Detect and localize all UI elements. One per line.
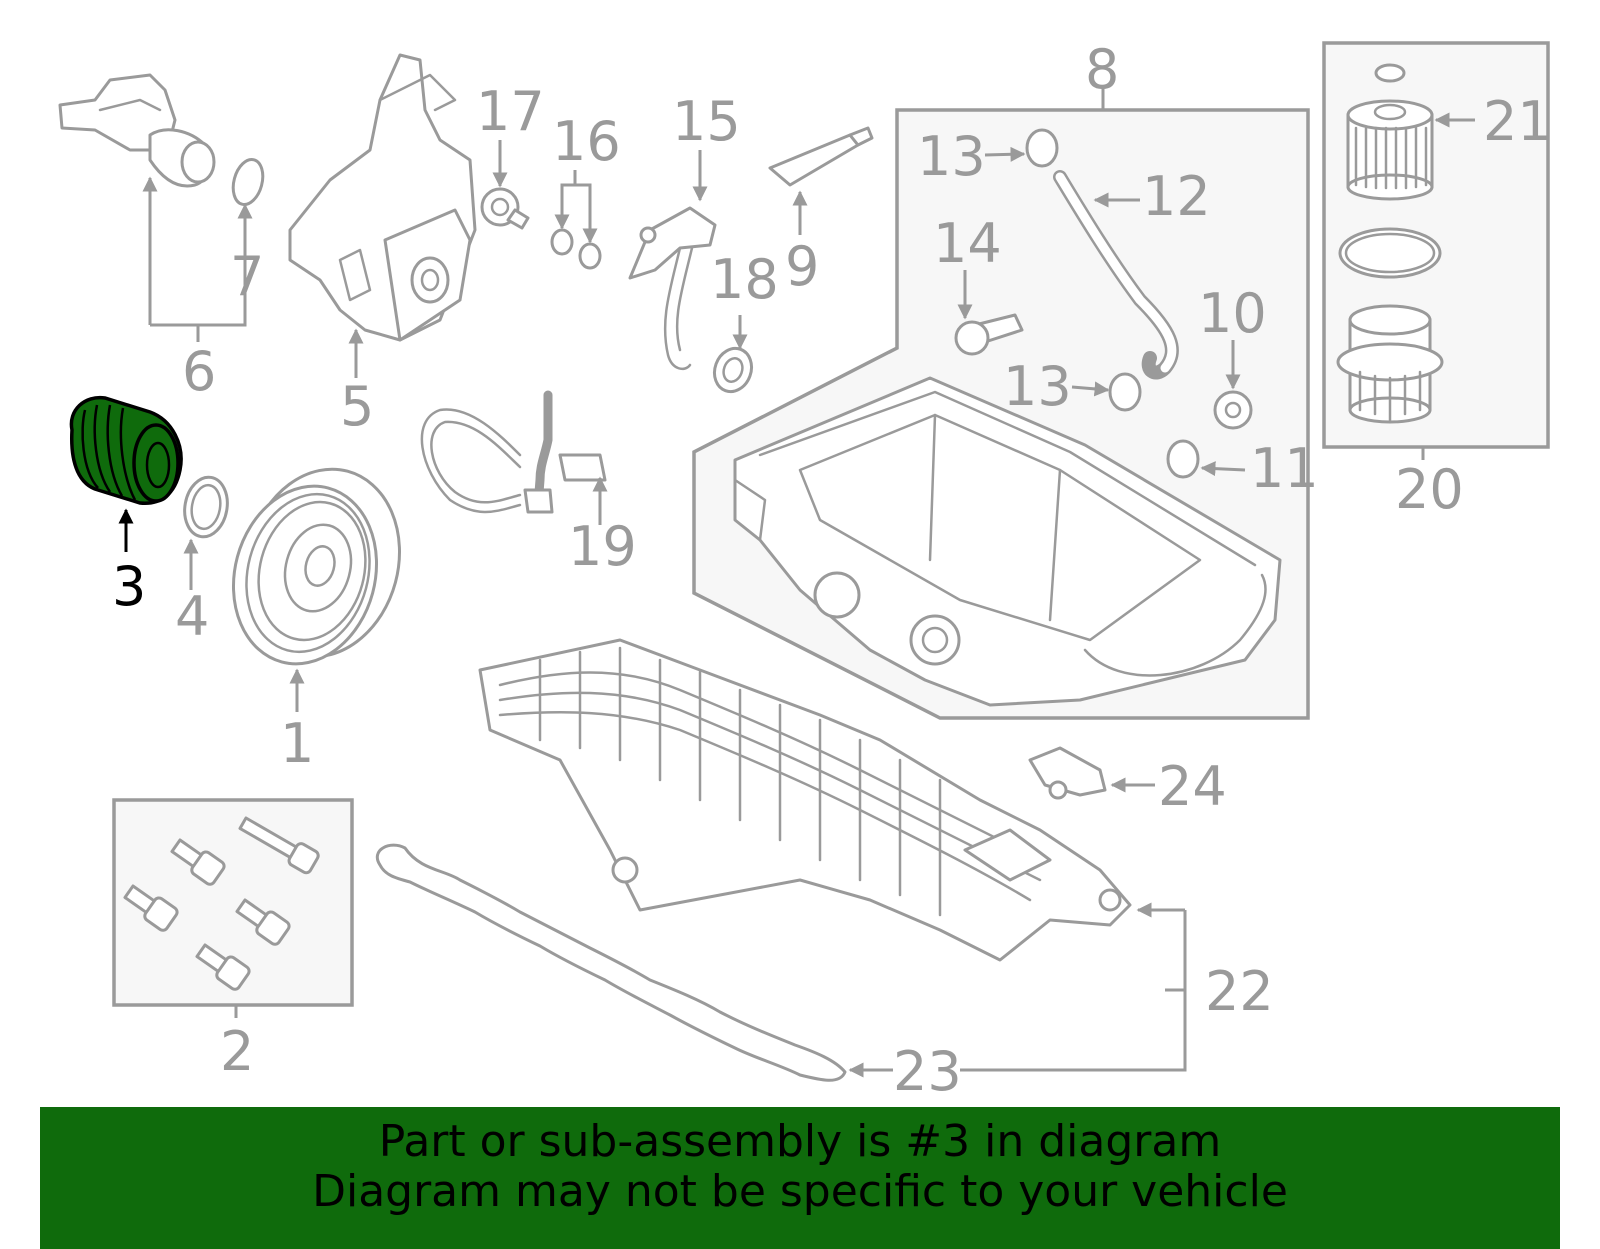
callout-6: 6 [182, 340, 216, 403]
callout-10: 10 [1198, 282, 1267, 345]
callout-19: 19 [568, 515, 637, 578]
callout-7: 7 [230, 245, 264, 308]
callout-21: 21 [1483, 90, 1552, 153]
part-13-ring-bottom [1108, 372, 1142, 412]
part-3-seal-highlighted [69, 395, 183, 505]
callout-5: 5 [340, 375, 374, 438]
part-20-filter-cap [1336, 304, 1444, 424]
callout-15: 15 [672, 90, 741, 153]
part-16-ring-b [578, 242, 602, 270]
callout-4: 4 [175, 585, 209, 648]
part-10-drain-plug [1213, 390, 1253, 430]
part-6-housing [58, 73, 216, 188]
part-20-o-ring [1338, 227, 1442, 279]
callout-17: 17 [476, 80, 545, 143]
part-14-bolt [954, 313, 1024, 356]
callout-14: 14 [933, 212, 1002, 275]
part-18-seal [712, 346, 754, 394]
part-7-o-ring [231, 157, 265, 207]
part-1-pulley [231, 467, 402, 666]
callout-12: 12 [1142, 165, 1211, 228]
callout-13-top: 13 [917, 125, 986, 188]
part-4-o-ring [183, 475, 229, 539]
part-13-ring-top [1025, 128, 1059, 168]
callout-18: 18 [710, 248, 779, 311]
callout-22: 22 [1205, 960, 1274, 1023]
part-19-harness [420, 390, 607, 514]
banner-line-2: Diagram may not be specific to your vehi… [312, 1166, 1288, 1217]
callout-13-bottom: 13 [1003, 355, 1072, 418]
callout-1: 1 [280, 712, 314, 775]
part-15-bracket [628, 206, 717, 371]
part-5-cover [288, 53, 477, 342]
notice-banner: Part or sub-assembly is #3 in diagram Di… [40, 1107, 1560, 1249]
banner-line-1: Part or sub-assembly is #3 in diagram [378, 1116, 1222, 1167]
part-8-oil-pan [733, 376, 1282, 707]
part-21-filter [1346, 63, 1434, 201]
callout-2: 2 [220, 1020, 254, 1083]
part-16-ring-a [550, 228, 574, 256]
callout-16: 16 [552, 110, 621, 173]
part-9-sealant-tube [768, 126, 874, 187]
callout-9: 9 [785, 235, 819, 298]
callout-20: 20 [1395, 458, 1464, 521]
leader-lines [118, 88, 1475, 1078]
part-11-seal-ring [1166, 439, 1200, 479]
part-17-sensor [480, 187, 530, 230]
callout-11: 11 [1250, 437, 1319, 500]
part-2-bolt-set [123, 816, 320, 991]
part-22-intake-manifold [478, 638, 1132, 962]
part-24-sensor [1028, 746, 1107, 800]
part-23-gasket [376, 843, 847, 1082]
callout-24: 24 [1158, 755, 1227, 818]
callout-3: 3 [112, 555, 146, 618]
callout-23: 23 [893, 1040, 962, 1103]
callout-8: 8 [1085, 38, 1119, 101]
